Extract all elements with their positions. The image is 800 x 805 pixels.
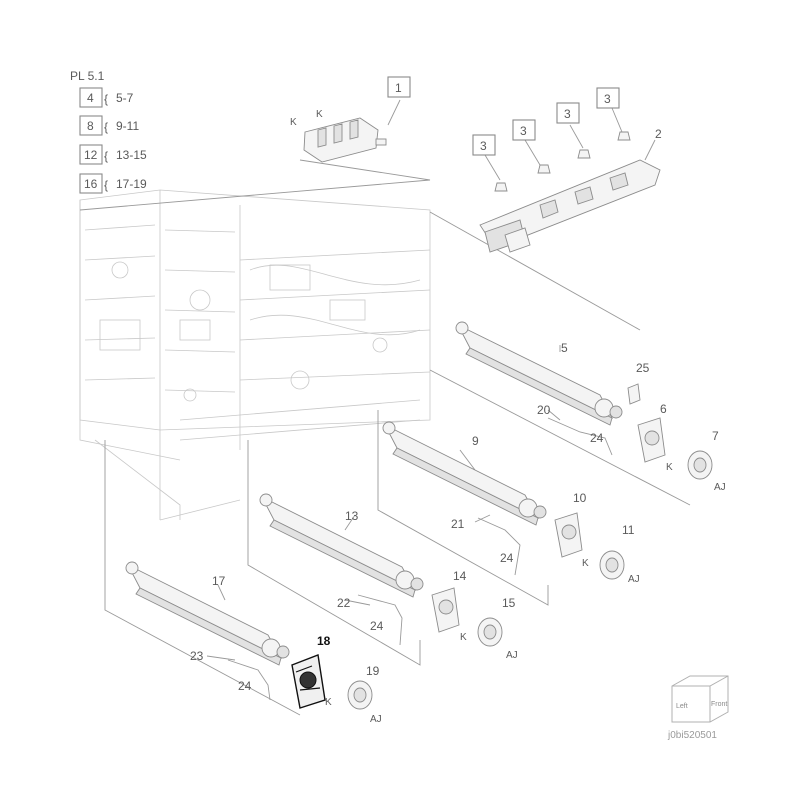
leader-lines [79,99,691,716]
developer-unit-5 [455,321,623,426]
callout-1: 1 [395,81,402,95]
figure-id: j0bi520501 [667,730,717,741]
ref-num-12: 12 [84,148,98,162]
marker-k-10: K [582,558,589,569]
callout-5: 5 [561,341,568,355]
marker-k-6: K [666,462,673,473]
marker-k-14: K [460,632,467,643]
marker-aj-7: AJ [714,482,726,493]
developer-unit-13 [259,493,424,598]
gear-bracket-6 [637,417,666,463]
callout-15: 15 [502,596,516,610]
ref-box-16 [79,173,103,194]
callout-3c: 3 [564,107,571,121]
ref-box-12 [79,144,103,165]
orientation-cube: Left Front [671,675,729,723]
callout-17: 17 [212,574,226,588]
developer-unit-17 [125,561,290,666]
ref-num-4: 4 [87,91,94,105]
ref-num-8: 8 [87,119,94,133]
callout-19: 19 [366,664,380,678]
plate-reference: PL 5.1 4 { 5-7 8 { 9-11 12 { 13-15 16 { … [70,69,147,194]
machine-frame [79,189,431,521]
ref-box-4 [79,87,103,108]
callout-21: 21 [451,517,465,531]
plate-title: PL 5.1 [70,69,105,83]
marker-aj-19: AJ [370,714,382,725]
marker-aj-15: AJ [506,650,518,661]
callout-24b: 24 [500,551,514,565]
harnesses [227,417,613,701]
ref-box-8 [79,115,103,136]
callout-3a: 3 [480,139,487,153]
part-2-harness-bracket [479,131,661,253]
callout-6: 6 [660,402,667,416]
callout-25: 25 [636,361,650,375]
marker-k-18: K [325,697,332,708]
coupling-19 [347,680,373,710]
coupling-7 [687,450,713,480]
ref-brace-16: { [104,178,108,192]
callout-18: 18 [317,634,331,648]
gear-bracket-18 [291,654,326,709]
callout-box-3d [596,87,620,109]
callout-14: 14 [453,569,467,583]
gear-bracket-14 [431,587,460,633]
callout-24c: 24 [370,619,384,633]
callout-20: 20 [537,403,551,417]
callout-11: 11 [622,523,635,537]
sensor-25 [627,383,641,405]
ref-brace-4: { [104,92,108,106]
callout-box-1 [387,76,411,98]
ref-range-4: 5-7 [116,91,134,105]
orientation-front: Front [711,701,727,708]
callout-23: 23 [190,649,204,663]
callout-2: 2 [655,127,662,141]
ref-range-12: 13-15 [116,148,147,162]
developer-unit-9 [382,421,547,526]
callout-box-3c [556,102,580,124]
callout-box-3a [472,134,496,156]
ref-brace-8: { [104,120,108,134]
marker-aj-11: AJ [628,574,640,585]
ref-brace-12: { [104,149,108,163]
callouts: 1 2 3 3 3 3 5 6 7 9 10 11 13 14 15 17 18… [190,76,719,693]
callout-22: 22 [337,596,351,610]
ref-range-8: 9-11 [116,119,139,133]
connection-markers: K AJ K AJ K AJ K AJ [325,462,726,725]
coupling-11 [599,550,625,580]
callout-24d: 24 [238,679,252,693]
ref-num-16: 16 [84,177,98,191]
callout-3b: 3 [520,124,527,138]
callout-10: 10 [573,491,587,505]
callout-13: 13 [345,509,359,523]
part-1-bracket: K K [290,109,387,163]
callout-7: 7 [712,429,719,443]
coupling-15 [477,617,503,647]
ref-range-16: 17-19 [116,177,147,191]
gear-bracket-10 [554,512,583,558]
callout-9: 9 [472,434,479,448]
marker-k-1b: K [316,109,323,120]
orientation-left: Left [676,703,688,710]
callout-24a: 24 [590,431,604,445]
callout-box-3b [512,119,536,141]
marker-k-1a: K [290,117,297,128]
callout-3d: 3 [604,92,611,106]
